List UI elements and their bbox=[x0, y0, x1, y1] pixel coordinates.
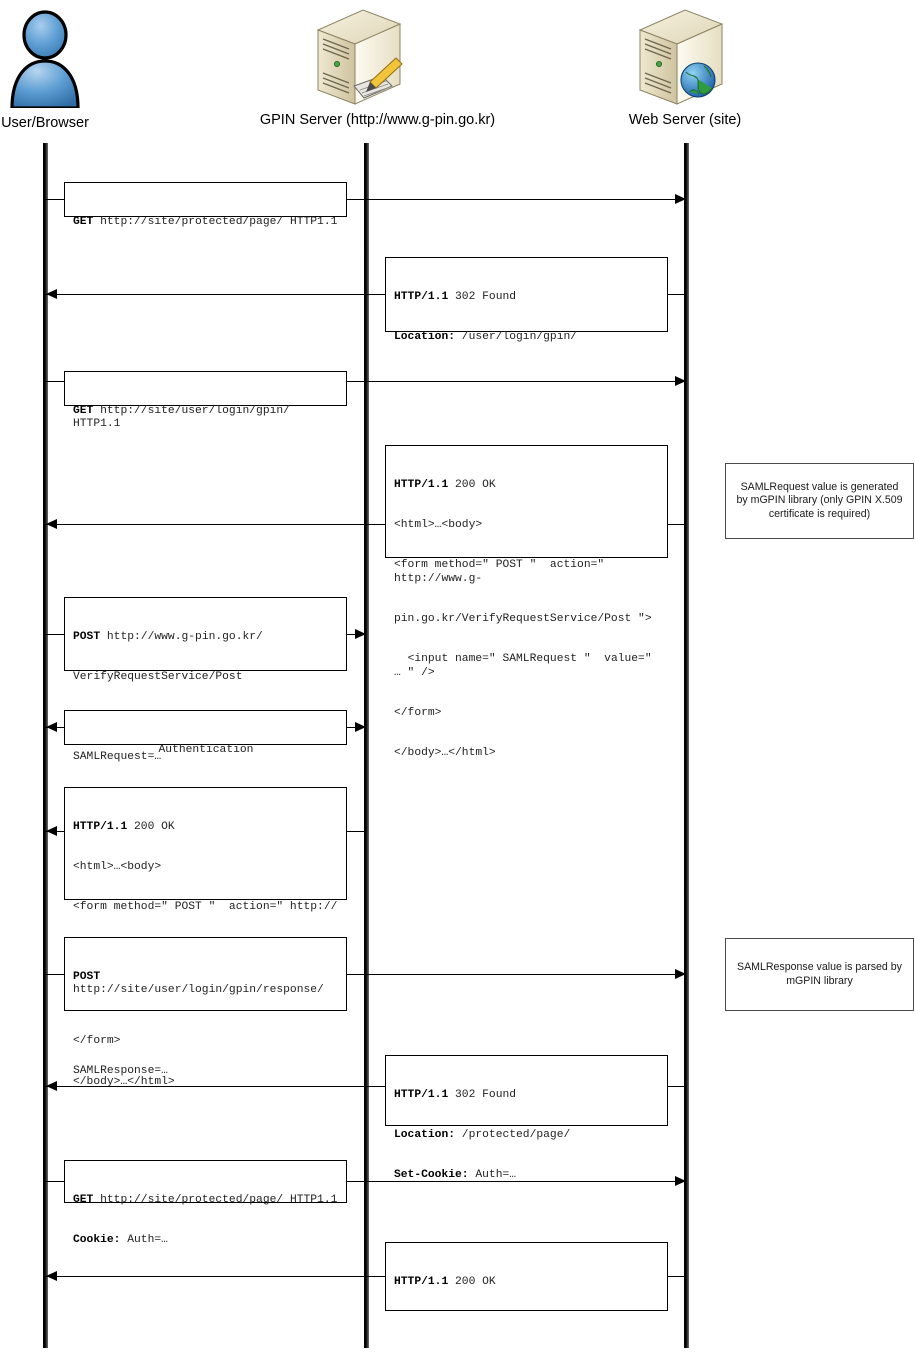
note-text: SAMLResponse value is parsed by mGPIN li… bbox=[737, 961, 902, 987]
msg-keyword: HTTP/1.1 bbox=[394, 1275, 449, 1288]
msg-keyword: Location: bbox=[394, 1129, 456, 1142]
msg-text: Auth=… bbox=[468, 1169, 517, 1182]
actor-user-browser: User/Browser bbox=[0, 8, 90, 131]
lifeline-gpin-server bbox=[364, 143, 369, 1348]
msg-text: http://site/user/login/gpin/ HTTP1.1 bbox=[73, 404, 297, 431]
note-samlrequest-generation: SAMLRequest value is generated by mGPIN … bbox=[725, 463, 914, 539]
msg-text: <input name=" SAMLRequest " value=" … " … bbox=[394, 653, 659, 679]
msg-keyword: POST bbox=[73, 970, 101, 983]
msg-text: SAMLRequest=… bbox=[73, 751, 162, 764]
msg-text: 200 OK bbox=[448, 1275, 496, 1288]
msg-keyword: Set-Cookie: bbox=[394, 1169, 469, 1182]
server-with-pen-icon bbox=[316, 9, 403, 105]
arrowhead-right-authentication bbox=[355, 722, 366, 732]
arrowhead-left-200-final-page bbox=[46, 1271, 57, 1281]
msg-text: <html>…<body> bbox=[73, 861, 162, 874]
msg-text: <html>…<body> bbox=[394, 519, 483, 532]
msg-text: http://www.g-pin.go.kr/ bbox=[100, 630, 263, 643]
arrowhead-right-get-protected-page bbox=[675, 194, 686, 204]
msg-keyword: Location: bbox=[394, 331, 456, 344]
msg-blank-line bbox=[73, 1024, 339, 1037]
msg-text: /protected/page/ bbox=[455, 1129, 571, 1142]
msg-keyword: POST bbox=[73, 630, 101, 643]
arrowhead-left-200-samlresponse bbox=[46, 826, 57, 836]
actor-label-user-browser: User/Browser bbox=[1, 115, 89, 131]
message-box-authentication-exchange[interactable]: Authentication bbox=[64, 710, 347, 756]
msg-text: http://site/protected/page/ HTTP1.1 bbox=[93, 215, 338, 228]
message-line-get-login-gpin bbox=[45, 381, 686, 382]
msg-text: pin.go.kr/VerifyRequestService/Post "> bbox=[394, 612, 652, 625]
msg-text: 200 OK bbox=[448, 478, 496, 491]
msg-text: </body>…</html> bbox=[73, 1075, 175, 1088]
message-line-200-final-page bbox=[45, 1276, 686, 1277]
actor-web-server: Web Server (site) bbox=[600, 8, 770, 128]
arrowhead-left-200-samlrequest bbox=[46, 519, 57, 529]
actor-label-web-server: Web Server (site) bbox=[628, 112, 742, 128]
actor-label-gpin-server: GPIN Server (http://www.g-pin.go.kr) bbox=[259, 112, 496, 128]
msg-keyword: GET bbox=[73, 215, 94, 228]
msg-text: 200 OK bbox=[127, 820, 175, 833]
msg-blank-line bbox=[394, 1316, 660, 1329]
message-box-http-302-found-set-cookie[interactable]: HTTP/1.1 302 Found Location: /protected/… bbox=[385, 1055, 668, 1181]
msg-keyword: HTTP/1.1 bbox=[394, 1088, 449, 1101]
user-avatar-icon bbox=[10, 10, 80, 110]
message-line-302-login bbox=[45, 294, 686, 295]
msg-text: 302 Found bbox=[448, 1088, 517, 1101]
message-line-get-protected-page bbox=[45, 199, 686, 200]
msg-keyword: GET bbox=[73, 1193, 94, 1206]
msg-text: SAMLResponse=… bbox=[73, 1064, 168, 1077]
msg-text: VerifyRequestService/Post bbox=[73, 671, 243, 684]
arrowhead-left-302-set-cookie bbox=[46, 1081, 57, 1091]
msg-text: /user/login/gpin/ bbox=[455, 331, 578, 344]
message-box-http-200-ok-samlrequest-form[interactable]: HTTP/1.1 200 OK <html>…<body> <form meth… bbox=[385, 445, 668, 759]
msg-text: <form method=" POST " action=" http://ww… bbox=[394, 559, 611, 585]
msg-keyword: HTTP/1.1 bbox=[394, 478, 449, 491]
arrowhead-right-get-protected-with-cookie bbox=[675, 1176, 686, 1186]
msg-text: Auth=… bbox=[120, 1234, 168, 1247]
msg-keyword: Cookie: bbox=[73, 1234, 121, 1247]
arrowhead-left-authentication bbox=[46, 722, 57, 732]
message-box-get-protected-page-with-cookie[interactable]: GET http://site/protected/page/ HTTP1.1 … bbox=[64, 1160, 347, 1246]
message-box-get-login-gpin-request[interactable]: GET http://site/user/login/gpin/ HTTP1.1 bbox=[64, 371, 347, 430]
message-box-post-samlresponse-to-site[interactable]: POST http://site/user/login/gpin/respons… bbox=[64, 937, 347, 1077]
server-with-globe-icon bbox=[638, 9, 724, 105]
msg-text: http://site/protected/page/ HTTP1.1 bbox=[93, 1193, 338, 1206]
message-box-post-verifyrequestservice[interactable]: POST http://www.g-pin.go.kr/ VerifyReque… bbox=[64, 597, 347, 763]
message-line-get-protected-with-cookie bbox=[45, 1181, 686, 1182]
message-box-http-200-ok-final-page[interactable]: HTTP/1.1 200 OK <html>…</html> bbox=[385, 1242, 668, 1311]
lifeline-user-browser bbox=[43, 143, 48, 1348]
message-line-post-samlresponse bbox=[45, 974, 686, 975]
arrowhead-left-302-login bbox=[46, 289, 57, 299]
actor-gpin-server: GPIN Server (http://www.g-pin.go.kr) bbox=[250, 8, 505, 128]
msg-text: <form method=" POST " action=" http:// bbox=[73, 901, 338, 914]
msg-text: http://site/user/login/gpin/response/ bbox=[73, 970, 324, 997]
msg-text: </body>…</html> bbox=[394, 746, 496, 759]
note-samlresponse-parsing: SAMLResponse value is parsed by mGPIN li… bbox=[725, 938, 914, 1011]
message-box-get-protected-page-request[interactable]: GET http://site/protected/page/ HTTP1.1 bbox=[64, 182, 347, 228]
arrowhead-right-get-login-gpin bbox=[675, 376, 686, 386]
arrowhead-right-post-samlresponse bbox=[675, 969, 686, 979]
msg-text: 302 Found bbox=[448, 290, 517, 303]
msg-keyword: HTTP/1.1 bbox=[394, 290, 449, 303]
msg-text: Authentication bbox=[158, 743, 254, 756]
msg-keyword: HTTP/1.1 bbox=[73, 820, 128, 833]
note-text: SAMLRequest value is generated by mGPIN … bbox=[736, 481, 903, 520]
msg-keyword: GET bbox=[73, 404, 94, 417]
message-line-200-samlrequest bbox=[45, 524, 686, 525]
message-box-http-302-found-login-redirect[interactable]: HTTP/1.1 302 Found Location: /user/login… bbox=[385, 257, 668, 343]
msg-text: </form> bbox=[394, 706, 442, 719]
arrowhead-right-post-verifyrequest bbox=[355, 629, 366, 639]
lifeline-web-server bbox=[684, 143, 689, 1348]
message-line-302-set-cookie bbox=[45, 1086, 686, 1087]
msg-text: </form> bbox=[73, 1035, 121, 1048]
message-box-http-200-ok-samlresponse-form[interactable]: HTTP/1.1 200 OK <html>…<body> <form meth… bbox=[64, 787, 347, 1088]
